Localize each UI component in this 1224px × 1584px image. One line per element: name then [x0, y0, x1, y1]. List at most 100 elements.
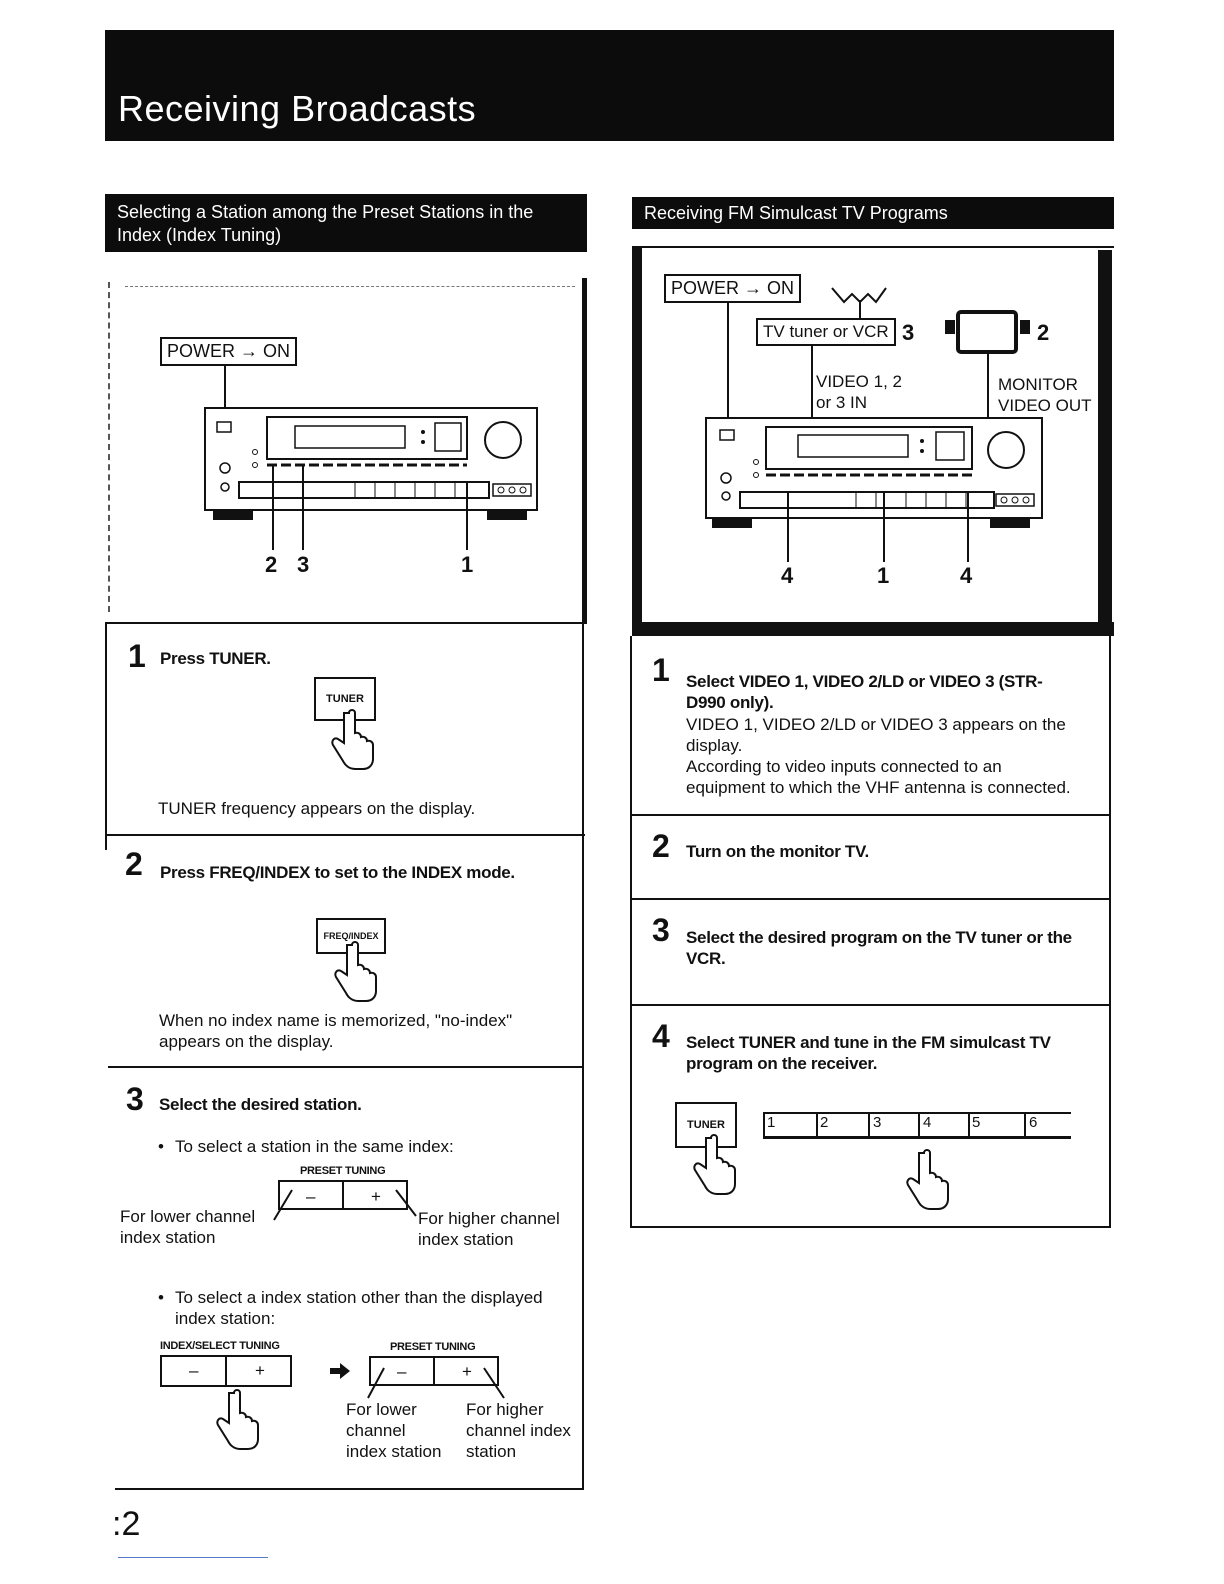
step-number: 4 [652, 1018, 670, 1054]
tuning-leaders [273, 1189, 417, 1221]
divider [342, 1180, 344, 1210]
step-number: 2 [652, 828, 670, 864]
divider [108, 1066, 584, 1068]
divider [868, 1112, 870, 1138]
higher-channel-label: channel index [466, 1421, 571, 1440]
step-text: When no index name is memorized, "no-ind… [159, 1011, 513, 1030]
monitor-video-out-label: MONITOR [998, 375, 1078, 394]
pointing-hand-icon [334, 941, 377, 1002]
lower-channel-label: channel [346, 1421, 406, 1440]
divider [630, 898, 1111, 900]
preset-6: 6 [1029, 1114, 1038, 1131]
divider [1024, 1112, 1026, 1138]
bullet-text: To select a station in the same index: [175, 1137, 454, 1156]
step-text: equipment to which the VHF antenna is co… [686, 778, 1071, 797]
box-bottom-border [630, 1226, 1111, 1228]
receiver-illustration [204, 365, 538, 550]
power-on-label: POWER → ON [664, 274, 802, 303]
step-text: According to video inputs connected to a… [686, 757, 1002, 776]
divider [630, 1004, 1111, 1006]
callout-2: 2 [265, 552, 278, 577]
preset-2: 2 [820, 1114, 829, 1131]
callout-3: 3 [297, 552, 310, 577]
frame-left-border [105, 622, 107, 850]
minus-key: – [189, 1361, 199, 1380]
pointing-hand-icon [216, 1389, 259, 1450]
callout-1: 1 [461, 552, 474, 577]
frame-left-border [632, 246, 642, 636]
preset-1: 1 [767, 1114, 776, 1131]
video-in-label: VIDEO 1, 2 [816, 372, 902, 391]
minus-key: – [397, 1362, 407, 1381]
preset-3: 3 [873, 1114, 882, 1131]
pointing-hand-icon [331, 709, 374, 770]
monitor-video-out-label: VIDEO OUT [998, 396, 1092, 415]
plus-key: + [255, 1361, 265, 1380]
callout-4: 4 [781, 563, 794, 588]
higher-channel-label: index station [418, 1230, 514, 1249]
lower-channel-label: For lower [346, 1400, 417, 1419]
step-number: 2 [125, 846, 143, 882]
bullet-icon: • [158, 1288, 164, 1307]
page-title: Receiving Broadcasts [118, 88, 477, 129]
section-title-index-tuning: Selecting a Station among the Preset Sta… [105, 194, 587, 252]
divider [763, 1137, 1071, 1139]
step-number: 1 [652, 652, 670, 688]
divider [968, 1112, 970, 1138]
pointing-hand-icon [906, 1149, 949, 1210]
divider [105, 834, 585, 836]
power-on-label: POWER → ON [160, 337, 298, 366]
callout-3: 3 [902, 320, 915, 345]
step-heading: Select the desired station. [159, 1095, 362, 1114]
callout-4: 4 [960, 563, 973, 588]
preset-tuning-label: PRESET TUNING [300, 1165, 386, 1177]
pointing-hand-icon [693, 1134, 736, 1195]
divider [225, 1355, 227, 1387]
minus-key: – [306, 1187, 316, 1206]
box-left-border [630, 636, 632, 1228]
divider [433, 1356, 435, 1386]
callout-1: 1 [877, 563, 890, 588]
callout-2: 2 [1037, 320, 1050, 345]
index-select-tuning-label: INDEX/SELECT TUNING [160, 1340, 280, 1352]
step-heading: Select TUNER and tune in the FM simulcas… [686, 1033, 1051, 1052]
footer-rule [118, 1557, 268, 1558]
step-text: display. [686, 736, 743, 755]
bullet-icon: • [158, 1137, 164, 1156]
page-number: :2 [112, 1505, 141, 1543]
plus-key: + [462, 1362, 472, 1381]
lower-channel-label: For lower channel [120, 1207, 256, 1226]
title-banner [105, 30, 1114, 141]
lower-channel-label: index station [346, 1442, 442, 1461]
step-heading: Press FREQ/INDEX to set to the INDEX mod… [160, 863, 515, 882]
preset-tuning-label: PRESET TUNING [390, 1341, 476, 1353]
connection-illustration [705, 287, 1043, 562]
video-in-label: or 3 IN [816, 393, 868, 412]
step-heading: Select VIDEO 1, VIDEO 2/LD or VIDEO 3 (S… [686, 672, 1043, 691]
section-title-fm-simulcast: Receiving FM Simulcast TV Programs [632, 197, 1114, 229]
step-heading: D990 only). [686, 693, 774, 712]
frame-top-border [632, 246, 1114, 248]
divider [630, 814, 1111, 816]
step-number: 3 [126, 1081, 144, 1117]
step-text: VIDEO 1, VIDEO 2/LD or VIDEO 3 appears o… [686, 715, 1066, 734]
step-heading: program on the receiver. [686, 1054, 878, 1073]
step-heading: Select the desired program on the TV tun… [686, 928, 1072, 947]
frame-edge-left [108, 282, 112, 612]
preset-4: 4 [923, 1114, 932, 1131]
bullet-text: To select a index station other than the… [175, 1288, 543, 1307]
arrow-right-icon [330, 1363, 350, 1379]
frame-right-border [1098, 250, 1112, 636]
divider [115, 1488, 584, 1490]
divider [105, 622, 587, 624]
step-number: 3 [652, 912, 670, 948]
step-heading: VCR. [686, 949, 726, 968]
frame-edge-top [125, 286, 575, 287]
step-heading: Press TUNER. [160, 649, 271, 668]
higher-channel-label: For higher [466, 1400, 544, 1419]
step-heading: Turn on the monitor TV. [686, 842, 869, 861]
higher-channel-label: station [466, 1442, 517, 1461]
step-text: appears on the display. [159, 1032, 334, 1051]
frame-edge [582, 278, 587, 624]
lower-channel-label: index station [120, 1228, 216, 1247]
